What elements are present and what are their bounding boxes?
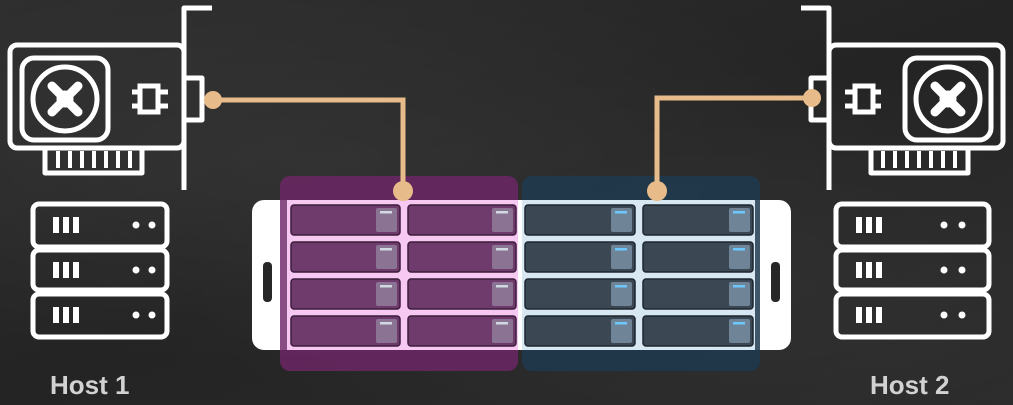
drive [642, 278, 754, 310]
cable-host1 [204, 91, 413, 201]
drive [524, 204, 636, 236]
connector-node [393, 181, 413, 201]
fan-icon [902, 55, 994, 143]
chassis-handle-right [771, 262, 780, 302]
hba-card-icon [801, 5, 1006, 190]
hba-card-icon [7, 5, 212, 190]
chassis-handle-left [263, 262, 272, 302]
host-1-label: Host 1 [50, 370, 130, 400]
drive [407, 204, 517, 236]
fan-icon [19, 55, 111, 143]
server-rack-icon [833, 201, 992, 340]
drive [407, 315, 517, 347]
drive [524, 315, 636, 347]
host2-drives [524, 204, 754, 347]
server-rack-icon [30, 201, 170, 340]
cable-host2 [647, 89, 821, 201]
host1-drives [290, 204, 517, 347]
chip-icon [132, 83, 168, 115]
chip-icon [845, 83, 881, 115]
drive [524, 278, 636, 310]
drive [642, 241, 754, 273]
storage-array-icon [252, 176, 791, 371]
drive [407, 278, 517, 310]
drive [407, 241, 517, 273]
drive [642, 315, 754, 347]
drive [290, 241, 401, 273]
drive [642, 204, 754, 236]
host-2-label: Host 2 [870, 370, 950, 400]
connector-node [647, 181, 667, 201]
server-rack-indicators [53, 217, 156, 323]
drive [290, 315, 401, 347]
drive [524, 241, 636, 273]
drive [290, 204, 401, 236]
connector-node [803, 89, 821, 107]
drive [290, 278, 401, 310]
server-rack-indicators [856, 217, 966, 323]
connector-node [204, 91, 222, 109]
